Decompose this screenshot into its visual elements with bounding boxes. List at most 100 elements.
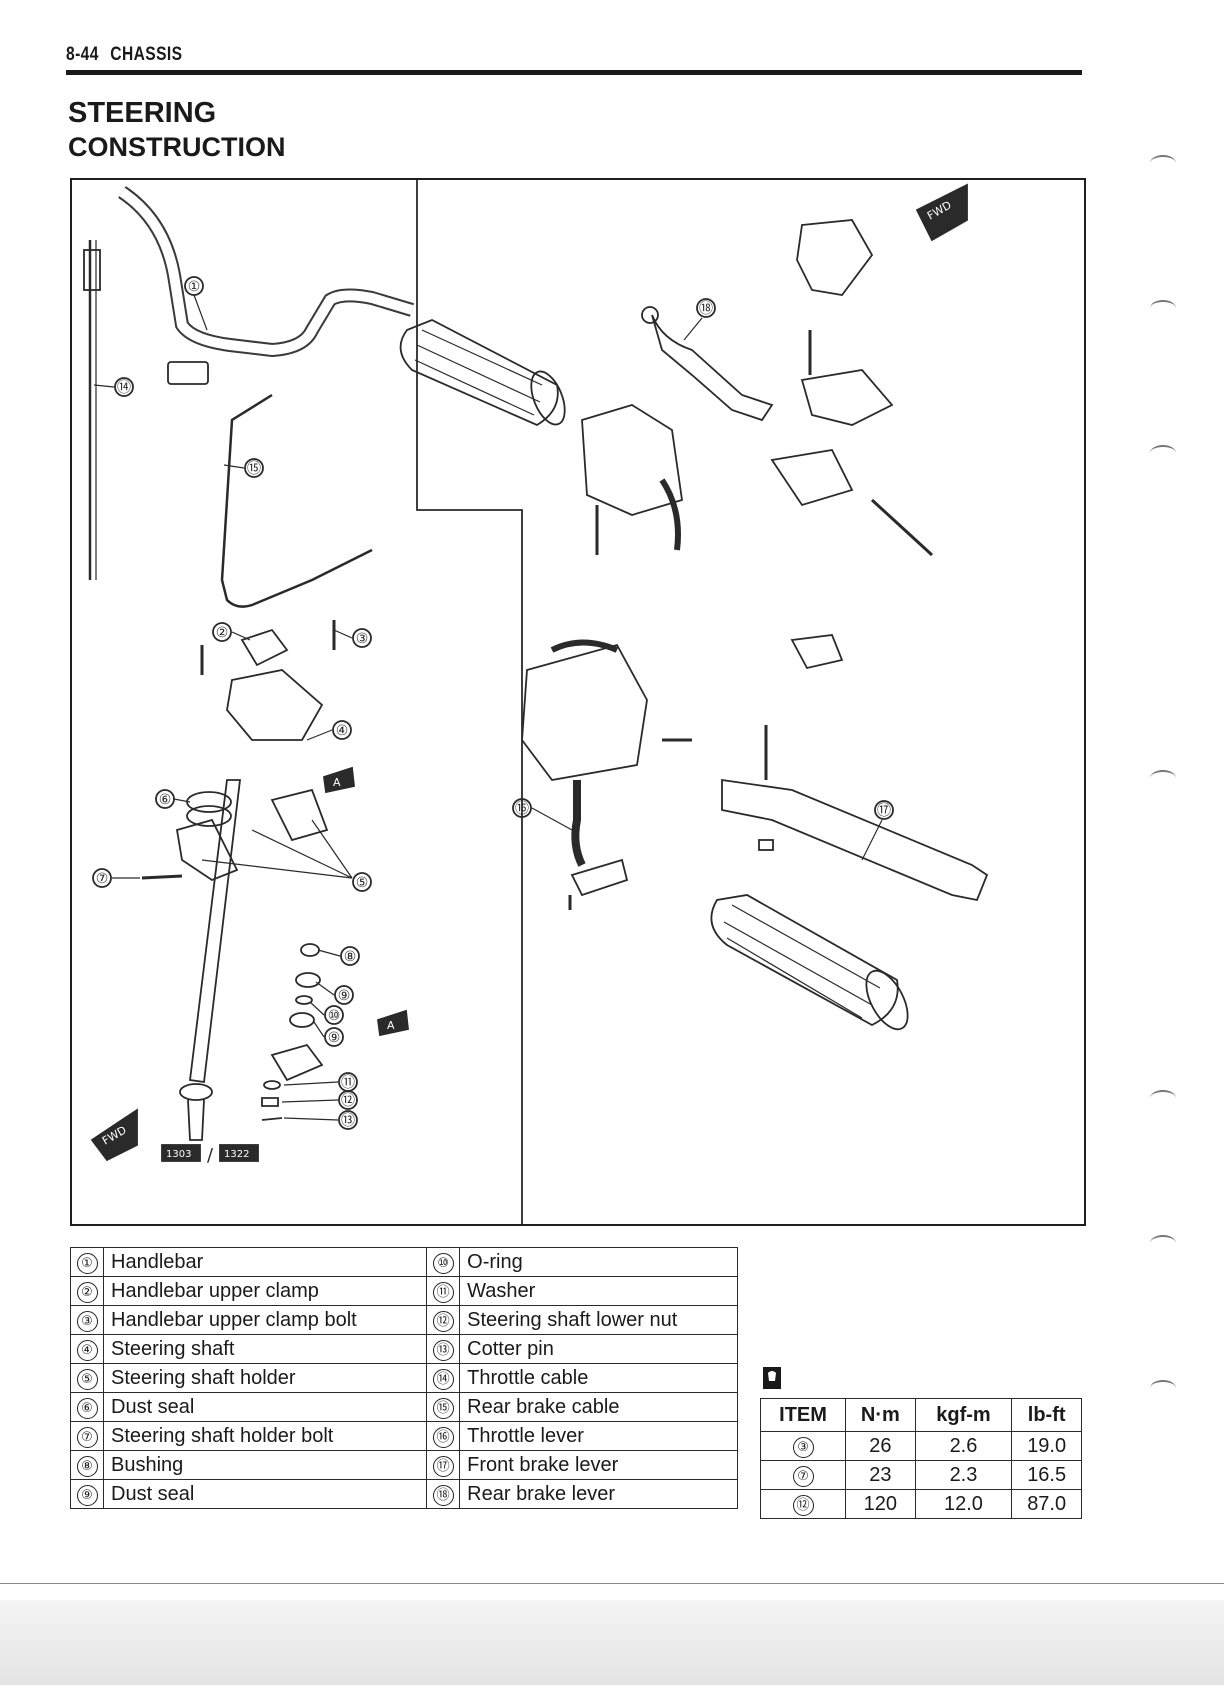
callouts: ① ② ③ ④ ⑤ ⑥ ⑦ ⑧ ⑨ ⑩ ⑨ ⑪ ⑫ ⑬ ⑭ ⑮ ⑯ ⑰ ⑱ (92, 276, 894, 1130)
o-ring (295, 995, 313, 1005)
header-rule (66, 70, 1082, 75)
callout-10: ⑩ (324, 1005, 344, 1025)
svg-text:⑩: ⑩ (328, 1008, 341, 1024)
torque-lbft: 16.5 (1011, 1460, 1082, 1490)
torque-header-item: ITEM (759, 1398, 847, 1432)
part-number: ⑭ (426, 1363, 461, 1393)
callout-11: ⑪ (338, 1072, 358, 1092)
svg-text:③: ③ (356, 631, 369, 647)
callout-9b: ⑨ (324, 1027, 344, 1047)
torque-table: ITEM N·m kgf-m lb-ft ③ 26 2.6 19.0 ⑦ 23 … (759, 1398, 1082, 1519)
torque-nm: 26 (845, 1431, 916, 1461)
dust-seal-lower-1 (295, 972, 321, 988)
part-number: ⑮ (426, 1392, 461, 1422)
svg-text:⑦: ⑦ (96, 871, 109, 887)
section-name: CHASSIS (110, 44, 183, 65)
torque-header-nm: N·m (845, 1398, 916, 1432)
page-title: STEERING (68, 97, 217, 129)
torque-kgfm: 2.3 (914, 1460, 1013, 1490)
callout-17: ⑰ (874, 800, 894, 820)
part-name: Washer (459, 1276, 738, 1306)
throttle-lever-plate (570, 858, 629, 897)
front-brake-lever (721, 778, 989, 902)
tool-icon-1322: 1322 (219, 1144, 259, 1162)
part-number: ⑪ (426, 1276, 461, 1306)
part-name: Steering shaft lower nut (459, 1305, 738, 1335)
holder-bolt (141, 874, 183, 880)
svg-text:④: ④ (336, 723, 349, 739)
tool-code-1303: 1303 (166, 1149, 191, 1160)
dust-seal-lower-2 (289, 1012, 315, 1028)
lever-bracket-lower (770, 449, 854, 507)
throttle-housing (521, 643, 648, 781)
steering-shaft-end (179, 1083, 213, 1101)
callout-3: ③ (352, 628, 372, 648)
switch-housing (581, 404, 684, 516)
callout-15: ⑮ (244, 458, 264, 478)
callout-13: ⑬ (338, 1110, 358, 1130)
part-number: ⑧ (70, 1450, 104, 1480)
torque-wrench-icon (763, 1367, 781, 1389)
steering-shaft (188, 779, 242, 1084)
bushing (300, 943, 320, 957)
edge-mark (1150, 1380, 1176, 1396)
part-name: Steering shaft (102, 1334, 428, 1364)
torque-nm: 23 (845, 1460, 916, 1490)
part-name: Rear brake cable (459, 1392, 738, 1422)
part-number: ⑬ (426, 1334, 461, 1364)
exploded-diagram: FWD FWD A A 1303 / 1322 (70, 178, 1086, 1226)
housing-lead (659, 478, 681, 551)
bottom-rule (0, 1583, 1224, 1584)
svg-text:⑰: ⑰ (877, 803, 891, 819)
fwd-arrow-bottom: FWD (90, 1108, 138, 1162)
front-brake-nut (758, 839, 774, 851)
part-number: ⑤ (70, 1363, 104, 1393)
part-number: ⑩ (426, 1247, 461, 1277)
lower-bracket (270, 1043, 324, 1082)
steering-shaft-holder (226, 669, 324, 741)
diagram-drawing: FWD FWD A A 1303 / 1322 (83, 180, 989, 1224)
part-name: Bushing (102, 1450, 428, 1480)
handlebar (117, 186, 415, 358)
callout-16: ⑯ (512, 798, 532, 818)
torque-kgfm: 2.6 (914, 1431, 1013, 1461)
part-number: ⑫ (426, 1305, 461, 1335)
lever-bracket-middle (800, 369, 894, 426)
handlebar-upper-clamp (240, 628, 289, 667)
torque-header-row: ITEM N·m kgf-m lb-ft (759, 1398, 1082, 1432)
part-name: Handlebar upper clamp bolt (102, 1305, 428, 1335)
svg-text:⑭: ⑭ (117, 380, 131, 396)
steering-shaft-holder-right (270, 788, 329, 842)
callout-14: ⑭ (114, 377, 134, 397)
dust-seal-upper-rim (186, 805, 232, 827)
svg-text:⑯: ⑯ (515, 801, 529, 817)
rear-brake-lever (651, 314, 774, 422)
part-name: Steering shaft holder (102, 1363, 428, 1393)
callout-9a: ⑨ (334, 985, 354, 1005)
grease-label-upper: A (333, 776, 341, 789)
part-name: Dust seal (102, 1479, 428, 1509)
grip-bottom (710, 894, 909, 1031)
part-number: ④ (70, 1334, 104, 1364)
torque-lbft: 19.0 (1011, 1431, 1082, 1461)
part-name: Steering shaft holder bolt (102, 1421, 428, 1451)
callout-12: ⑫ (338, 1090, 358, 1110)
part-name: Rear brake lever (459, 1479, 738, 1509)
svg-text:⑨: ⑨ (338, 988, 351, 1004)
svg-text:①: ① (188, 279, 201, 295)
torque-kgfm: 12.0 (914, 1489, 1013, 1519)
part-name: Dust seal (102, 1392, 428, 1422)
brake-cable-end (870, 498, 934, 557)
edge-mark (1150, 1235, 1176, 1251)
cotter-pin (261, 1117, 283, 1121)
panel-divider (416, 180, 523, 1224)
torque-header-kgfm: kgf-m (914, 1398, 1013, 1432)
edge-mark (1150, 300, 1176, 316)
page-subtitle: CONSTRUCTION (68, 132, 286, 162)
